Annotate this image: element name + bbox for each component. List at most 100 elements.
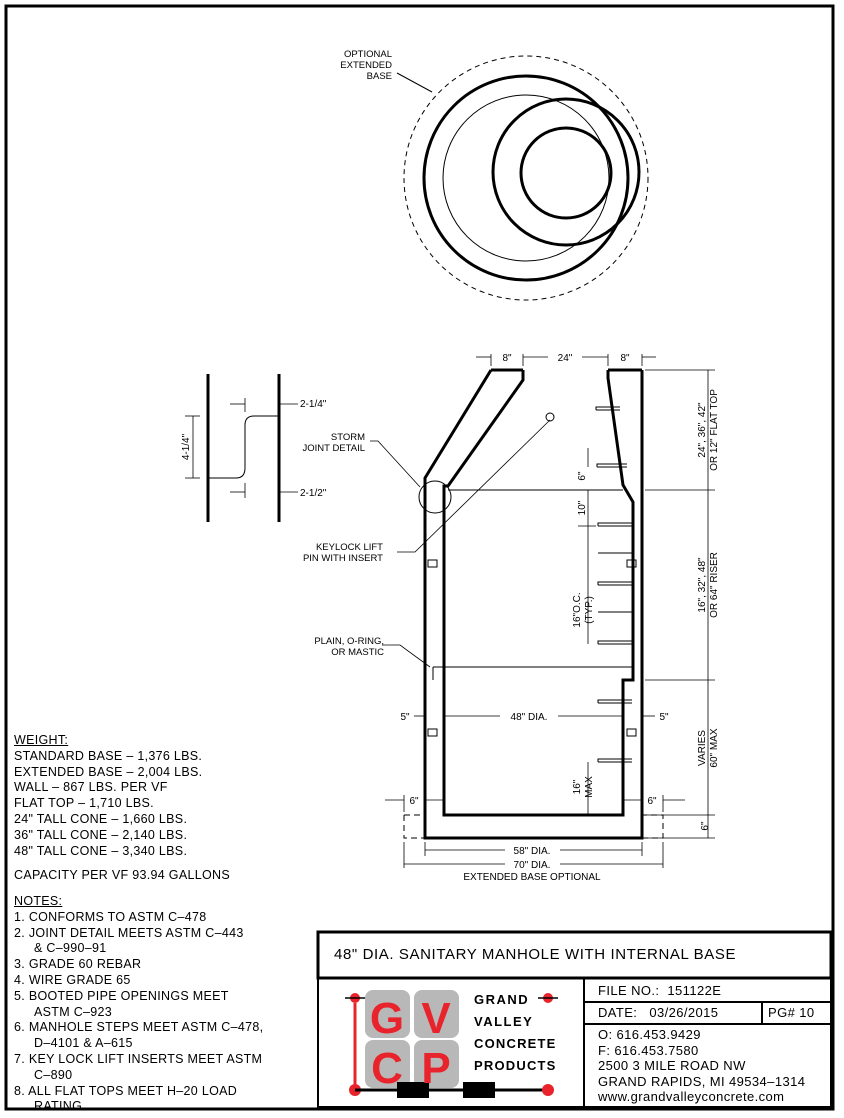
cone-circle xyxy=(491,97,641,247)
note-number: 6. xyxy=(14,1020,26,1035)
logo-letter-v: V xyxy=(421,994,451,1043)
fax-number: F: 616.453.7580 xyxy=(598,1042,699,1058)
weight-item: 36" TALL CONE – 2,140 LBS. xyxy=(14,827,188,842)
note-item: 6. MANHOLE STEPS MEET ASTM C–478, xyxy=(14,1020,263,1036)
base-left-dim: 6" xyxy=(409,796,419,807)
note-number: 1. xyxy=(14,909,26,924)
base-right-dim: 6" xyxy=(647,796,657,807)
note-number: 4. xyxy=(14,972,26,987)
outer-left-wall xyxy=(423,369,644,840)
dim-16oc-1: 16"O.C. xyxy=(572,592,583,627)
date-row: DATE: 03/26/2015 xyxy=(598,1005,718,1021)
company-line-4: PRODUCTS xyxy=(474,1058,557,1073)
note-number: 2. xyxy=(14,925,26,940)
weights-heading: WEIGHT: xyxy=(14,733,69,747)
wall-right-dim: 5" xyxy=(659,712,669,723)
logo-letter-p: P xyxy=(421,1044,450,1093)
dim-16oc-2: (TYP.) xyxy=(584,596,595,624)
note-number: 7. xyxy=(14,1051,26,1066)
website-link[interactable]: www.grandvalleyconcrete.com xyxy=(598,1089,785,1104)
plain-label-1: PLAIN, O-RING, xyxy=(314,636,384,647)
keylock-label-1: KEYLOCK LIFT xyxy=(316,542,383,553)
logo-letter-g: G xyxy=(370,994,404,1043)
top-dim-left: 8" xyxy=(502,353,512,364)
note-text: BOOTED PIPE OPENINGS MEET xyxy=(28,988,229,1003)
notes-block: NOTES: 1. CONFORMS TO ASTM C–478 2. JOIN… xyxy=(14,894,263,1115)
note-number: 8. xyxy=(14,1083,26,1098)
note-text: WIRE GRADE 65 xyxy=(28,972,131,987)
file-label: FILE NO.: xyxy=(598,983,660,998)
leader-line xyxy=(396,72,433,93)
cone-height-2: OR 12" FLAT TOP xyxy=(709,389,720,471)
optional-base-label-2: EXTENDED xyxy=(340,60,392,71)
date-value: 03/26/2015 xyxy=(649,1005,719,1020)
drawing-title: 48" DIA. SANITARY MANHOLE WITH INTERNAL … xyxy=(334,946,737,963)
joint-bottom-dim: 2-1/2" xyxy=(300,488,327,499)
office-phone: O: 616.453.9429 xyxy=(598,1027,701,1042)
optional-base-label-3: BASE xyxy=(367,71,392,82)
dia-48-dim: 48" DIA. xyxy=(511,712,548,723)
dim-6-top: 6" xyxy=(577,471,588,481)
opening-circle xyxy=(519,126,613,220)
top-dim-right: 8" xyxy=(620,353,630,364)
weight-item: FLAT TOP – 1,710 LBS. xyxy=(14,796,154,811)
file-number: 151122E xyxy=(667,983,722,998)
base-varies-2: 60" MAX xyxy=(709,728,720,767)
weights-block: WEIGHT: STANDARD BASE – 1,376 LBS. EXTEN… xyxy=(14,733,230,884)
note-text: KEY LOCK LIFT INSERTS MEET ASTM xyxy=(28,1051,263,1066)
plan-view xyxy=(396,55,649,301)
note-text: GRADE 60 REBAR xyxy=(28,957,142,972)
base-inner-circle xyxy=(442,94,610,262)
note-item: 5. BOOTED PIPE OPENINGS MEET xyxy=(14,989,263,1005)
note-item: 1. CONFORMS TO ASTM C–478 xyxy=(14,910,263,926)
note-continuation: & C–990–91 xyxy=(34,941,107,956)
top-dim-center: 24" xyxy=(558,353,573,364)
weight-item: WALL – 867 LBS. PER VF xyxy=(14,780,168,795)
base-varies-1: VARIES xyxy=(697,730,708,766)
capacity-text: CAPACITY PER VF 93.94 GALLONS xyxy=(14,868,230,883)
inner-cone-wall xyxy=(442,370,635,817)
base-outer-circle xyxy=(422,74,630,282)
city-address: GRAND RAPIDS, MI 49534–1314 xyxy=(598,1073,806,1089)
joint-vertical-dim: 4-1/4" xyxy=(181,433,192,460)
optional-base-label-1: OPTIONAL xyxy=(344,49,392,60)
note-continuation: D–4101 & A–615 xyxy=(34,1036,133,1051)
weight-item: EXTENDED BASE – 2,004 LBS. xyxy=(14,764,203,779)
logo-letter-c: C xyxy=(371,1044,403,1093)
base-height-dim: 6" xyxy=(700,821,711,831)
riser-height-1: 16", 32", 48" xyxy=(697,557,708,613)
street-address: 2500 3 MILE ROAD NW xyxy=(598,1058,746,1073)
note-number: 5. xyxy=(14,988,26,1003)
note-text: MANHOLE STEPS MEET ASTM C–478, xyxy=(28,1020,264,1035)
weight-item: 24" TALL CONE – 1,660 LBS. xyxy=(14,811,188,826)
contact-block: O: 616.453.9429 F: 616.453.7580 2500 3 M… xyxy=(598,1027,805,1105)
joint-top-dim: 2-1/4" xyxy=(300,399,327,410)
notes-heading: NOTES: xyxy=(14,894,63,908)
note-item: 3. GRADE 60 REBAR xyxy=(14,957,263,973)
keylock-label-2: PIN WITH INSERT xyxy=(303,553,383,564)
file-number-row: FILE NO.: 151122E xyxy=(598,983,721,999)
storm-label-2: JOINT DETAIL xyxy=(303,443,365,454)
wall-left-dim: 5" xyxy=(400,712,410,723)
dim-16max-1: 16" xyxy=(572,779,583,794)
note-text: CONFORMS TO ASTM C–478 xyxy=(28,909,207,924)
storm-label-1: STORM xyxy=(331,432,365,443)
cone-height-1: 24", 36", 42" xyxy=(697,402,708,458)
company-line-3: CONCRETE xyxy=(474,1036,557,1051)
note-continuation: C–890 xyxy=(34,1067,73,1082)
weight-item: STANDARD BASE – 1,376 LBS. xyxy=(14,748,203,763)
manhole-section xyxy=(403,368,664,840)
gvcp-logo xyxy=(345,990,558,1098)
dia-70-dim: 70" DIA. xyxy=(514,860,551,871)
plain-label-2: OR MASTIC xyxy=(331,647,384,658)
sheet-border xyxy=(4,4,835,1111)
weight-item: 48" TALL CONE – 3,340 LBS. xyxy=(14,843,188,858)
title-block xyxy=(316,930,833,1108)
dia-58-dim: 58" DIA. xyxy=(514,846,551,857)
note-item: 7. KEY LOCK LIFT INSERTS MEET ASTM xyxy=(14,1052,263,1068)
section-dimensions xyxy=(370,354,715,868)
extended-optional-label: EXTENDED BASE OPTIONAL xyxy=(463,872,601,883)
company-line-2: VALLEY xyxy=(474,1014,533,1029)
extended-base-circle xyxy=(403,55,649,301)
